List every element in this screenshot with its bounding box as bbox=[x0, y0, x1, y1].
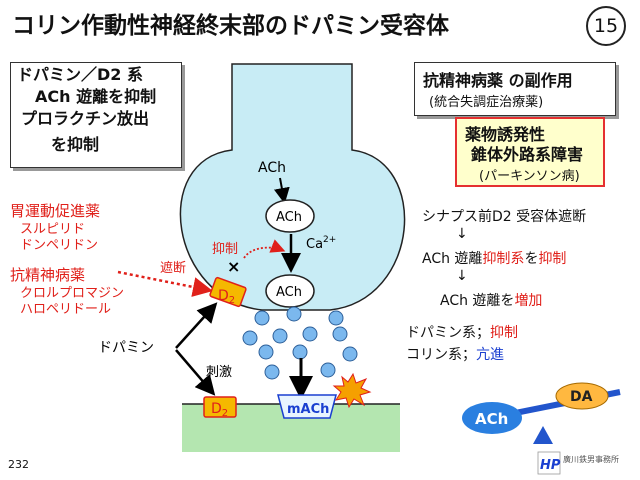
activation-burst-icon bbox=[332, 372, 372, 409]
mechanism-line-1: シナプス前D2 受容体遮断 bbox=[422, 209, 587, 225]
balance-fulcrum-icon bbox=[533, 426, 553, 444]
d2-postsynaptic-label: D2 bbox=[211, 401, 228, 419]
svg-text:HP: HP bbox=[540, 458, 561, 473]
slide-number-badge: 15 bbox=[586, 6, 626, 46]
stimulate-label: 刺激 bbox=[206, 365, 232, 380]
ach-label-top: ACh bbox=[258, 160, 286, 176]
side-effect-subtitle: (統合失調症治療薬) bbox=[429, 95, 544, 110]
vesicle-1 bbox=[265, 199, 315, 233]
summary-line-2: ACh 遊離を抑制 bbox=[35, 87, 157, 106]
eps-line-1: 薬物誘発性 bbox=[465, 125, 546, 144]
ach-oval bbox=[462, 402, 522, 434]
d2-postsynaptic-receptor bbox=[203, 396, 237, 418]
eps-line-3: (パーキンソン病) bbox=[479, 169, 580, 184]
machr-label: mACh bbox=[287, 402, 329, 417]
gi-drug-title: 胃運動促進薬 bbox=[10, 202, 101, 220]
balance-da-label: DA bbox=[570, 389, 593, 405]
gi-drug-2: ドンペリドン bbox=[20, 238, 99, 253]
gi-drug-1: スルピリド bbox=[20, 222, 86, 237]
mechanism-line-5: コリン系；亢進 bbox=[406, 347, 504, 363]
inhibit-label: 抑制 bbox=[212, 242, 238, 257]
block-label: 遮断 bbox=[160, 260, 186, 276]
mechanism-line-3: ACh 遊離を増加 bbox=[440, 293, 543, 309]
page-code: 232 bbox=[8, 458, 29, 471]
vesicle-2 bbox=[265, 274, 315, 308]
presynaptic-terminal bbox=[179, 63, 406, 311]
machr-receptor bbox=[277, 394, 337, 419]
calcium-label: Ca2+ bbox=[306, 235, 336, 252]
ap-drug-title: 抗精神病薬 bbox=[10, 266, 86, 284]
summary-line-1: ドパミン／D2 系 bbox=[17, 65, 143, 84]
svg-text:廣川鉄男事務所: 廣川鉄男事務所 bbox=[563, 454, 619, 464]
dopamine-label: ドパミン bbox=[98, 340, 154, 356]
ach-vesicle-1-label: ACh bbox=[276, 210, 302, 225]
side-effect-box: 抗精神病薬 の副作用 (統合失調症治療薬) bbox=[414, 62, 616, 116]
eps-box: 薬物誘発性 錐体外路系障害 (パーキンソン病) bbox=[455, 117, 605, 187]
summary-box: ドパミン／D2 系 ACh 遊離を抑制 プロラクチン放出 を抑制 bbox=[10, 62, 182, 168]
da-oval bbox=[555, 382, 609, 410]
d2-presynaptic-label: D2 bbox=[218, 288, 235, 306]
block-x-mark: × bbox=[227, 257, 240, 276]
page-title: コリン作動性神経終末部のドパミン受容体 bbox=[12, 13, 449, 39]
ach-vesicle-2-label: ACh bbox=[276, 285, 302, 300]
mechanism-line-2: ACh 遊離抑制系を抑制 bbox=[422, 251, 567, 267]
mechanism-arrow-2: ↓ bbox=[456, 268, 468, 284]
ap-drug-2: ハロペリドール bbox=[20, 302, 112, 317]
balance-ach-label: ACh bbox=[475, 410, 508, 428]
publisher-logo: HP 廣川鉄男事務所 bbox=[537, 451, 619, 475]
ap-drug-1: クロルプロマジン bbox=[20, 286, 125, 301]
summary-line-4: を抑制 bbox=[51, 135, 100, 154]
mechanism-arrow-1: ↓ bbox=[456, 226, 468, 242]
eps-line-2: 錐体外路系障害 bbox=[471, 145, 584, 164]
mechanism-line-4: ドパミン系；抑制 bbox=[406, 325, 518, 341]
side-effect-title: 抗精神病薬 の副作用 bbox=[423, 71, 573, 90]
released-ach-molecules bbox=[242, 306, 358, 380]
d2-presynaptic-receptor bbox=[209, 276, 247, 308]
summary-line-3: プロラクチン放出 bbox=[21, 109, 150, 128]
